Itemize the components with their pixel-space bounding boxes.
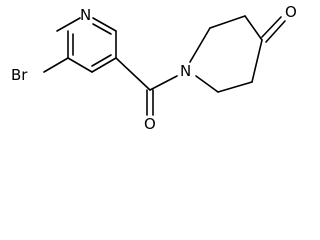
atom-label-br: Br [11,66,28,84]
bond-c5-carbonyl [115,57,151,91]
bond-c4-c3 [67,57,93,73]
bond-c3-br [43,57,69,73]
atom-label-n-pyridine: N [80,6,91,24]
atom-label-o-carbonyl: O [144,115,156,133]
bond-c3-c4 [244,15,263,41]
piperidinone-ring [189,15,263,93]
bond-c4-c5 [251,39,263,83]
bond-carbonyl-n [149,75,178,91]
bond-c5-c6 [217,81,253,93]
structure-canvas: N Br N O O [11,3,297,133]
bond-c2-n1 [56,17,81,32]
bond-c5-c4 [91,57,117,73]
bond-c2-c3 [209,15,246,29]
pyridine-ring [56,17,117,73]
bond-n1-c6-inner [92,23,112,35]
bond-c6-n [195,75,219,93]
atom-label-o-ketone: O [285,3,297,21]
bond-c4-ketone-o [261,16,282,38]
chemical-structure-diagram: N Br N O O [11,3,297,133]
bond-n1-c6 [92,17,117,32]
bond-n-c2 [189,27,211,63]
bond-c5-c4-inner [91,54,112,67]
atom-label-n-amide: N [180,62,191,80]
bond-c4-ketone-o-double [265,20,286,43]
